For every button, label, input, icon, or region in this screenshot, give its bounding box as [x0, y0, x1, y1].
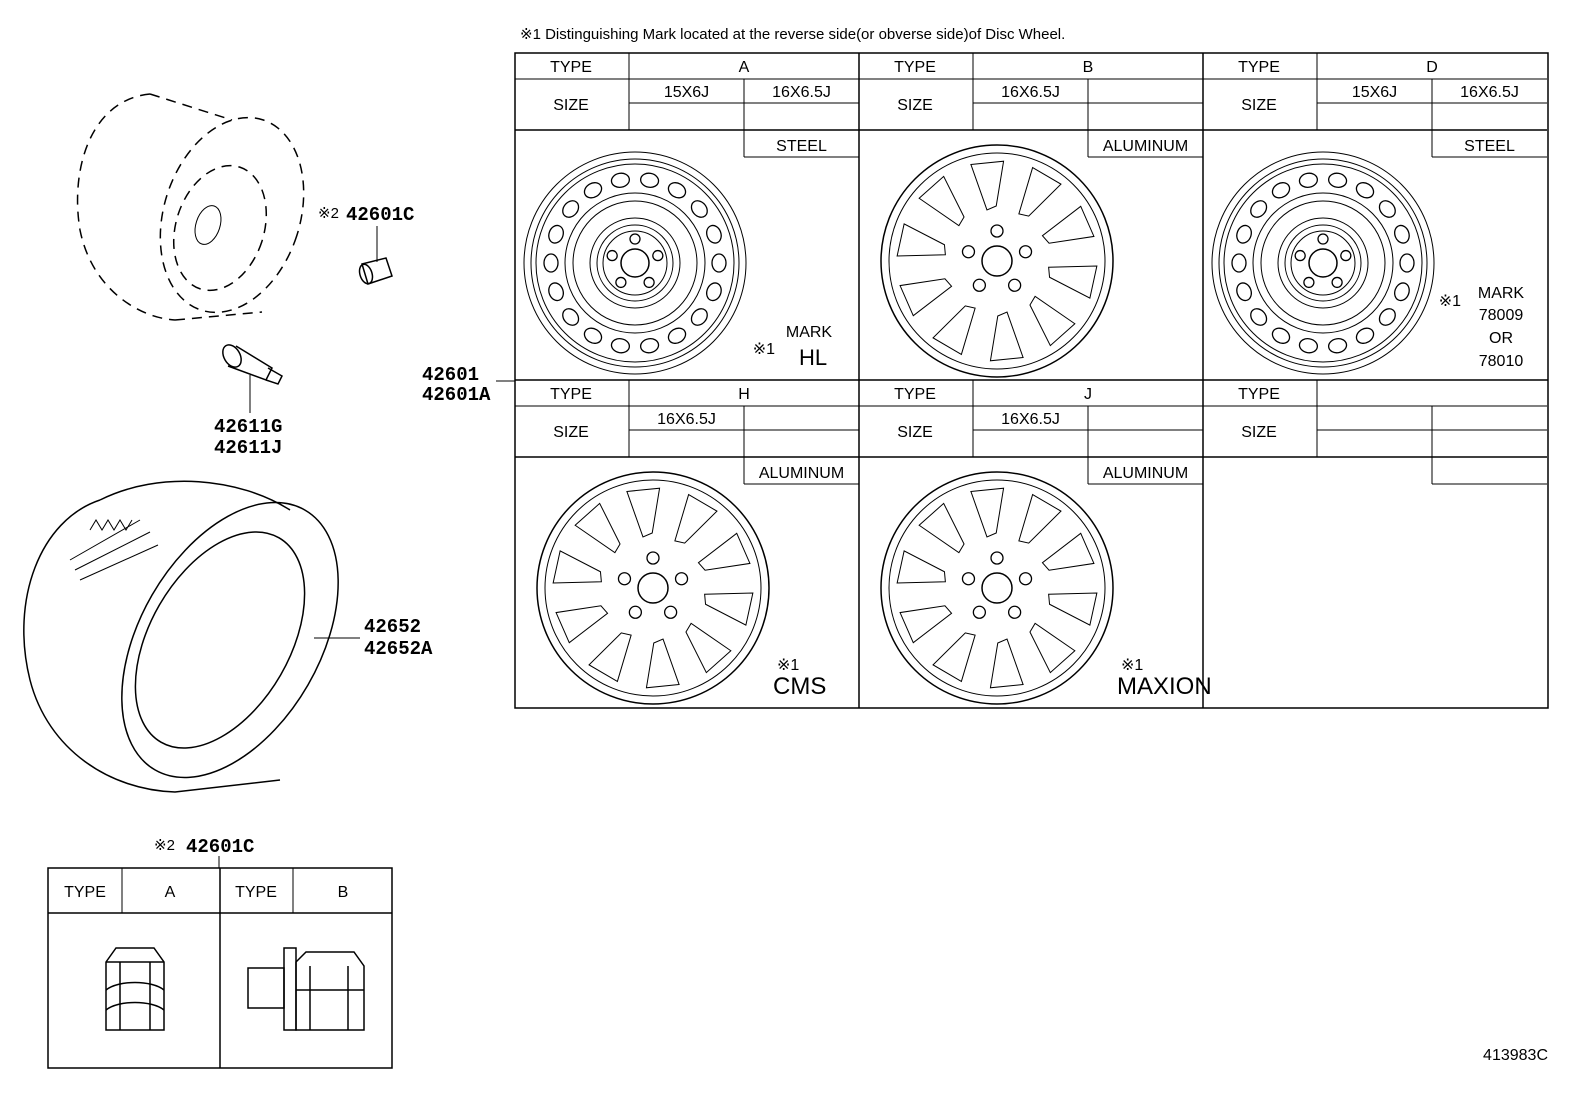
distinguishing-mark-note: ※1 Distinguishing Mark located at the re…: [520, 26, 1065, 43]
wheel-type: B: [1083, 59, 1094, 76]
mark-prefix: ※1: [1439, 293, 1461, 310]
nut-type-label-a: TYPE: [64, 884, 106, 901]
size-label: SIZE: [897, 97, 933, 114]
callout-wheel-2: 42601A: [422, 384, 491, 406]
wheel-type: A: [739, 59, 750, 76]
steel-wheel-drawing: [523, 151, 747, 375]
mark-prefix: ※1: [1121, 657, 1143, 674]
size-label: SIZE: [553, 424, 589, 441]
callout-nut-top: 42601C: [346, 204, 414, 226]
size-label: SIZE: [897, 424, 933, 441]
wheel-type: D: [1426, 59, 1438, 76]
callout-mark-nut-top: ※2: [318, 205, 339, 222]
callout-tire-1: 42652: [364, 616, 421, 638]
steel-wheel-drawing: [1211, 151, 1435, 375]
disc-wheel-illustration: [76, 93, 305, 321]
nut-type-a: A: [165, 884, 176, 901]
mark-code: CMS: [773, 673, 826, 700]
wheel-material: ALUMINUM: [1103, 138, 1188, 155]
wheel-size-1: 16X6.5J: [1001, 84, 1060, 101]
wheel-size-1: 15X6J: [664, 84, 709, 101]
size-label: SIZE: [553, 97, 589, 114]
mark-label: MARK: [1478, 285, 1525, 302]
wheel-cell-b: TYPE SIZE B 16X6.5J ALUMINUM: [859, 53, 1203, 378]
wheel-cell-a: TYPE SIZE A 15X6J 16X6.5J STEEL ※1 MARK HL: [515, 53, 859, 375]
nut-type-b-illustration: [247, 947, 365, 1031]
size-label: SIZE: [1241, 97, 1277, 114]
mark-code: MAXION: [1117, 673, 1212, 700]
type-label: TYPE: [1238, 386, 1280, 403]
wheel-cell-blank: TYPE SIZE: [1203, 380, 1547, 485]
alloy-wheel-drawing: [880, 144, 1114, 378]
wheel-size-2: 16X6.5J: [772, 84, 831, 101]
wheel-size-2: 16X6.5J: [1460, 84, 1519, 101]
type-label: TYPE: [894, 386, 936, 403]
mark-line: OR: [1489, 330, 1513, 347]
alloy-wheel-drawing: [880, 471, 1114, 705]
callout-valve-2: 42611J: [214, 437, 282, 459]
type-label: TYPE: [1238, 59, 1280, 76]
callout-tire-2: 42652A: [364, 638, 433, 660]
wheel-material: ALUMINUM: [1103, 465, 1188, 482]
hub-nut-illustration: [358, 257, 393, 285]
nut-type-b: B: [338, 884, 349, 901]
mark-code: HL: [799, 345, 827, 370]
callout-wheel-1: 42601: [422, 364, 479, 386]
type-label: TYPE: [550, 386, 592, 403]
wheel-size-1: 15X6J: [1352, 84, 1397, 101]
wheel-material: ALUMINUM: [759, 465, 844, 482]
wheel-size-1: 16X6.5J: [657, 411, 716, 428]
wheel-material: STEEL: [776, 138, 827, 155]
mark-line: 78010: [1479, 353, 1524, 370]
callout-mark-nut-bottom: ※2: [154, 837, 175, 854]
mark-label: MARK: [786, 324, 833, 341]
reference-code: 413983C: [1483, 1047, 1548, 1064]
wheel-size-1: 16X6.5J: [1001, 411, 1060, 428]
type-label: TYPE: [550, 59, 592, 76]
mark-line: 78009: [1479, 307, 1524, 324]
wheel-type: H: [738, 386, 750, 403]
nut-type-table: TYPE A TYPE B: [47, 867, 393, 1069]
tire-illustration: [23, 480, 339, 793]
size-label: SIZE: [1241, 424, 1277, 441]
wheel-material: STEEL: [1464, 138, 1515, 155]
alloy-wheel-drawing: [536, 471, 770, 705]
mark-prefix: ※1: [753, 341, 775, 358]
nut-type-a-illustration: [105, 947, 165, 1031]
callout-valve-1: 42611G: [214, 416, 282, 438]
valve-stem-illustration: [222, 344, 283, 385]
callout-nut-bottom: 42601C: [186, 836, 254, 858]
type-label: TYPE: [894, 59, 936, 76]
wheel-type: J: [1084, 386, 1092, 403]
mark-prefix: ※1: [777, 657, 799, 674]
nut-type-label-b: TYPE: [235, 884, 277, 901]
